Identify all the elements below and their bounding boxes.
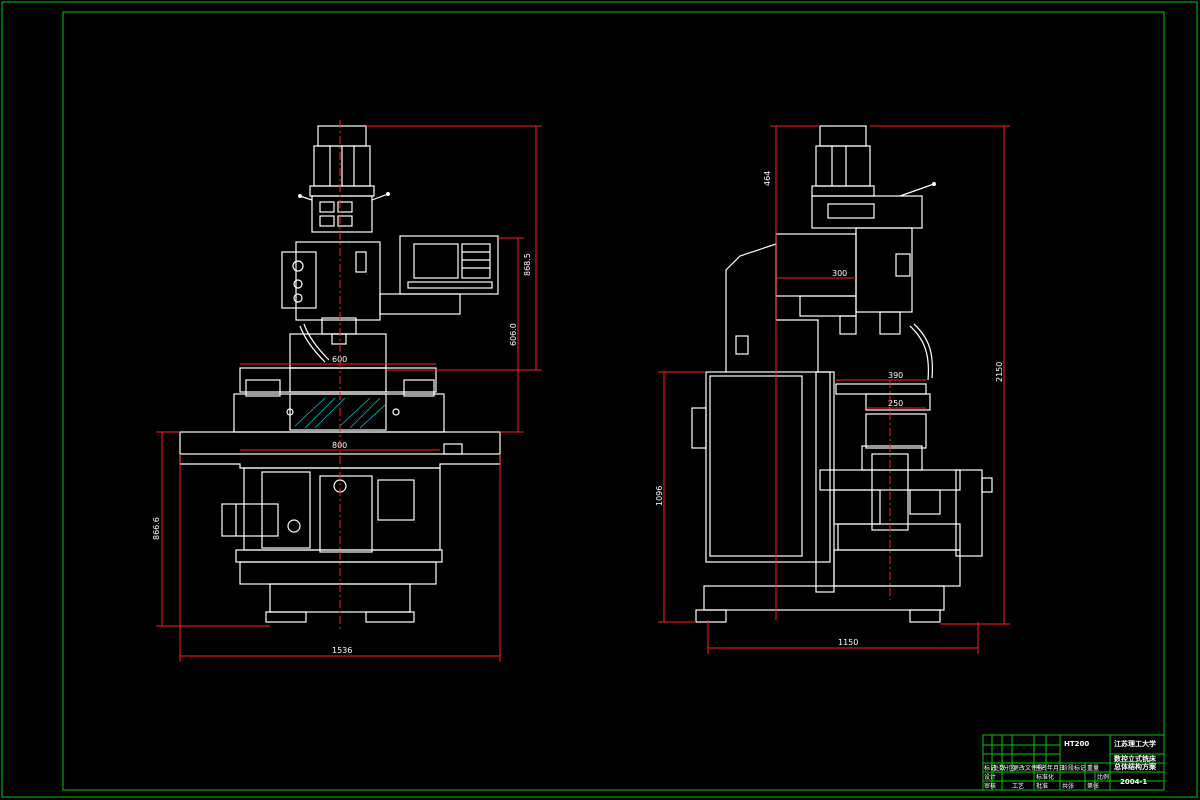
title-block: HT200 江苏理工大学 数控立式铣床 总体结构方案 2004-1 标记 处数 … (982, 734, 1165, 791)
tb-label-weight: 重量 (1087, 764, 1099, 772)
tb-drawing-no: 2004-1 (1120, 778, 1147, 786)
tb-label-zone: 分区 (1003, 764, 1015, 772)
tb-label-sign: 签名 (1035, 764, 1047, 772)
dim-slide-width: 600 (332, 355, 347, 364)
dim-column-height: 1096 (655, 486, 664, 506)
tb-material: HT200 (1064, 740, 1089, 748)
tb-label-change: 更改文件号 (1013, 764, 1043, 772)
dim-side-depth: 1150 (838, 638, 858, 647)
dim-base-height: 866.6 (152, 517, 161, 540)
tb-drawing-name-2: 总体结构方案 (1114, 762, 1157, 771)
side-base (703, 585, 945, 611)
side-view: 1150 464 300 390 250 1096 2150 (655, 125, 1010, 654)
tb-label-approve: 批准 (1036, 782, 1048, 790)
tb-label-process: 工艺 (1012, 782, 1024, 790)
tb-label-sheet-no: 第张 (1087, 782, 1099, 790)
inner-frame (62, 11, 1165, 791)
front-view: 1536 800 600 866.6 868.5 606.0 (152, 120, 542, 662)
tb-school: 江苏理工大学 (1114, 739, 1156, 748)
tb-label-date: 年月日 (1047, 764, 1065, 772)
tb-label-review: 审核 (984, 782, 996, 790)
dim-motor-height: 464 (763, 171, 772, 186)
tb-drawing-name-1: 数控立式铣床 (1114, 754, 1157, 763)
dim-saddle-width: 390 (888, 371, 903, 380)
tb-label-standard: 标准化 (1036, 773, 1054, 781)
tb-label-mark: 标记 (984, 764, 996, 772)
dim-front-width: 1536 (332, 646, 352, 655)
dim-head-offset: 300 (832, 269, 847, 278)
dim-table-width: 250 (888, 399, 903, 408)
cnc-panel (399, 235, 499, 295)
tb-label-count: 处数 (993, 764, 1005, 772)
tb-label-total-sheets: 共张 (1062, 782, 1074, 790)
tb-label-design: 设计 (984, 773, 996, 781)
dim-spindle-height: 606.0 (509, 323, 518, 346)
dim-head-height: 868.5 (523, 253, 532, 276)
dim-overall-height: 2150 (995, 362, 1004, 382)
tb-label-scale: 比例 (1097, 773, 1109, 781)
tb-label-stage: 阶段标记 (1062, 764, 1086, 772)
